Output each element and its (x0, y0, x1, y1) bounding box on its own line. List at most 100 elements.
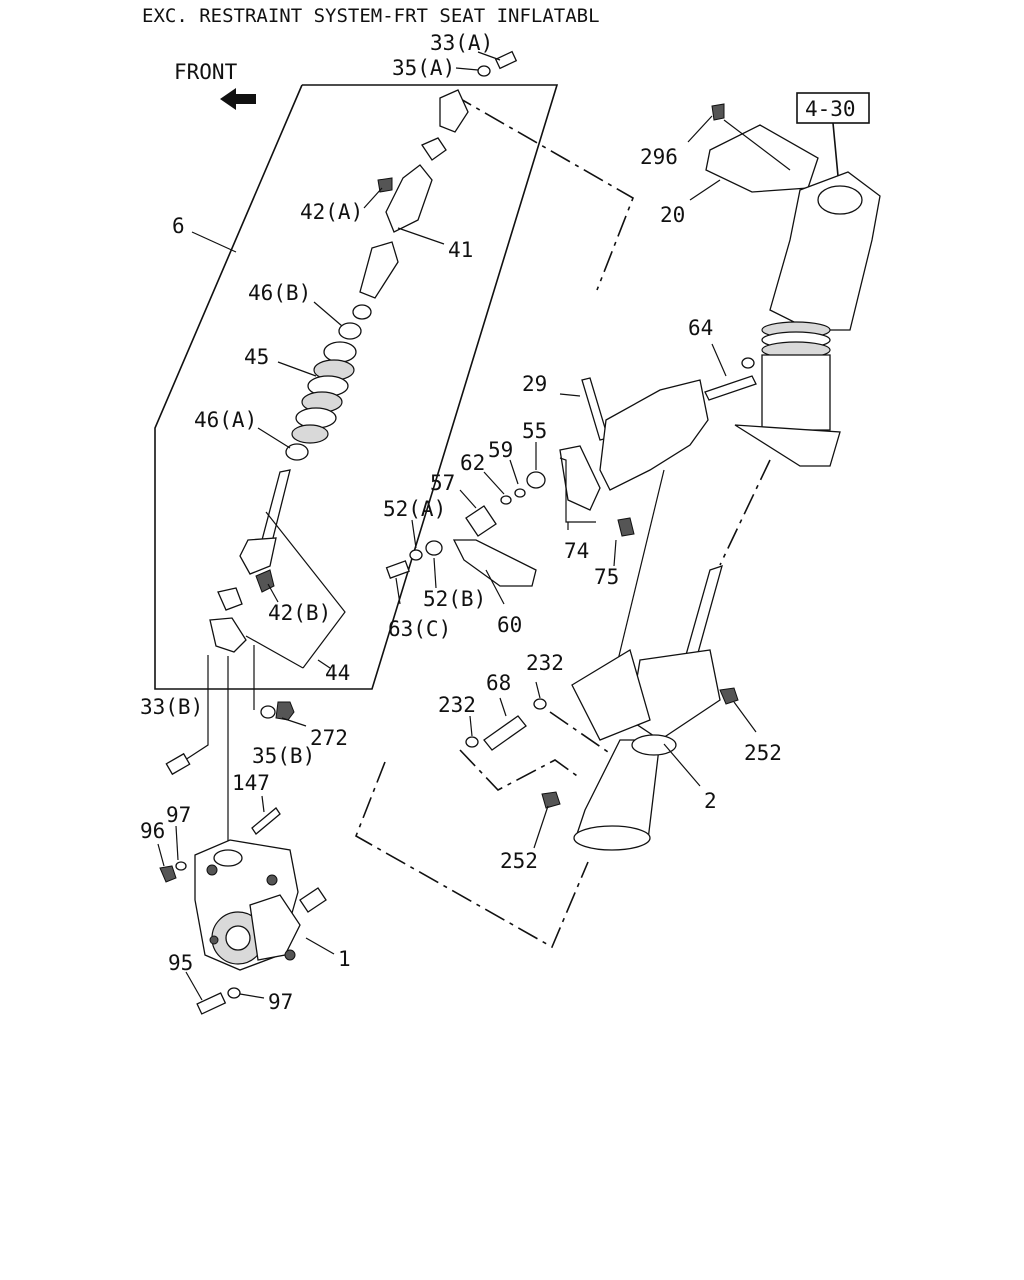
label-33a[interactable]: 33(A) (430, 31, 493, 55)
spider-lower (217, 587, 243, 611)
shroud-opening (817, 185, 863, 215)
bolt-63c (385, 560, 410, 579)
label-41[interactable]: 41 (448, 238, 473, 262)
steering-gearbox (194, 839, 327, 971)
ref-box[interactable] (796, 92, 870, 124)
ring-46b (338, 322, 362, 340)
label-296[interactable]: 296 (640, 145, 678, 169)
bolt-75 (617, 517, 635, 537)
bracket-44b (245, 635, 304, 669)
leader-lines (157, 51, 757, 1001)
shaft-41 (359, 241, 399, 299)
label-97-lower[interactable]: 97 (268, 990, 293, 1014)
leader-33b (181, 655, 209, 763)
label-68[interactable]: 68 (486, 671, 511, 695)
label-64[interactable]: 64 (688, 316, 713, 340)
label-60[interactable]: 60 (497, 613, 522, 637)
label-252-lower[interactable]: 252 (500, 849, 538, 873)
label-97-upper[interactable]: 97 (166, 803, 191, 827)
ref-box-label[interactable]: 4-30 (805, 97, 856, 121)
label-52b[interactable]: 52(B) (423, 587, 486, 611)
label-42b[interactable]: 42(B) (268, 601, 331, 625)
ring-upper (352, 304, 372, 320)
label-55[interactable]: 55 (522, 419, 547, 443)
label-46b[interactable]: 46(B) (248, 281, 311, 305)
label-1[interactable]: 1 (338, 947, 351, 971)
alignment-line-232 (549, 711, 609, 753)
nut-272 (275, 701, 295, 721)
label-62[interactable]: 62 (460, 451, 485, 475)
front-label: FRONT (174, 60, 238, 84)
alignment-line-top (451, 93, 634, 291)
nut-252-right (719, 687, 739, 705)
boot-flange (734, 424, 841, 467)
washer-55 (526, 471, 546, 489)
label-147[interactable]: 147 (232, 771, 270, 795)
label-35a[interactable]: 35(A) (392, 56, 455, 80)
label-75[interactable]: 75 (594, 565, 619, 589)
alignment-line-column (719, 459, 771, 566)
bolt-33a (494, 50, 518, 70)
label-57[interactable]: 57 (430, 471, 455, 495)
label-232-lower[interactable]: 232 (438, 693, 476, 717)
cover-20 (705, 124, 819, 193)
label-20[interactable]: 20 (660, 203, 685, 227)
leader-296-cover (723, 119, 791, 171)
label-63c[interactable]: 63(C) (388, 617, 451, 641)
bolt-64-head (741, 357, 755, 369)
spider-upper (421, 137, 447, 161)
label-96[interactable]: 96 (140, 819, 165, 843)
bolt-95 (196, 992, 227, 1015)
column-plate (571, 649, 651, 741)
column-bellows (761, 321, 831, 359)
label-52a[interactable]: 52(A) (383, 497, 446, 521)
label-95[interactable]: 95 (168, 951, 193, 975)
lower-yoke (239, 537, 277, 575)
washer-97 (175, 861, 187, 871)
washer-97-lower (227, 987, 241, 999)
bottom-yoke (209, 617, 247, 653)
bracket-44 (265, 511, 346, 669)
upper-yoke (439, 89, 469, 133)
column-collar (631, 734, 677, 756)
front-arrow-icon (220, 88, 256, 110)
label-46a[interactable]: 46(A) (194, 408, 257, 432)
label-74[interactable]: 74 (564, 539, 589, 563)
label-272[interactable]: 272 (310, 726, 348, 750)
washer-35b (260, 705, 276, 719)
column-tube-end (573, 825, 651, 851)
slip-yoke-41 (385, 164, 433, 233)
label-45[interactable]: 45 (244, 345, 269, 369)
bracket-74 (559, 445, 601, 511)
label-44[interactable]: 44 (325, 661, 350, 685)
diagram-title: EXC. RESTRAINT SYSTEM-FRT SEAT INFLATABL (142, 5, 600, 27)
ring-46a (285, 443, 309, 461)
boot-45 (291, 341, 357, 444)
column-boot (761, 354, 831, 431)
leader-42b (267, 583, 279, 603)
alignment-line-bottom (355, 761, 589, 949)
label-59[interactable]: 59 (488, 438, 513, 462)
label-35b[interactable]: 35(B) (252, 744, 315, 768)
bolt-64 (704, 375, 757, 401)
tilt-bracket (599, 379, 709, 491)
screw-296 (711, 103, 725, 121)
bushing-57 (465, 505, 497, 537)
label-33b[interactable]: 33(B) (140, 695, 203, 719)
grease-nipple-42b (255, 569, 275, 593)
nut-252-lower (541, 791, 561, 809)
label-42a[interactable]: 42(A) (300, 200, 363, 224)
column-shaft (683, 564, 723, 663)
pin-68 (483, 715, 527, 751)
washer-52b (425, 540, 443, 556)
label-232-upper[interactable]: 232 (526, 651, 564, 675)
stud-147 (251, 807, 281, 835)
label-6[interactable]: 6 (172, 214, 185, 238)
label-2[interactable]: 2 (704, 789, 717, 813)
rod-line (617, 469, 665, 661)
shaft-assembly-bracket (154, 84, 559, 690)
label-252-right[interactable]: 252 (744, 741, 782, 765)
label-29[interactable]: 29 (522, 372, 547, 396)
clip-232-upper (533, 698, 547, 710)
